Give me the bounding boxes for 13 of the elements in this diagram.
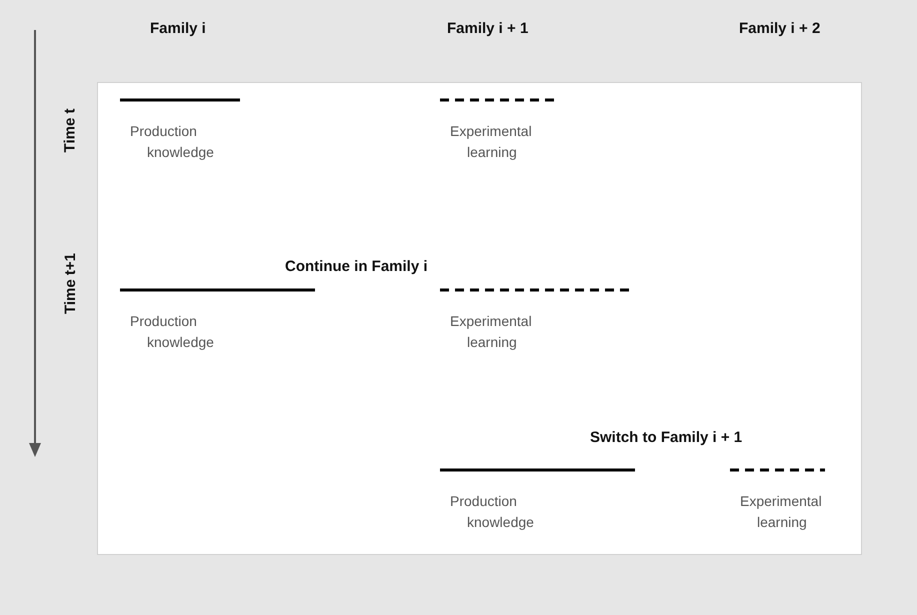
heading-label: Continue in Family i: [285, 258, 428, 275]
node-label: Production knowledge: [130, 122, 215, 162]
heading-label: Switch to Family i + 1: [590, 429, 742, 446]
axis-label: Time t: [61, 108, 78, 152]
heading-label: Family i + 1: [447, 20, 528, 37]
node-label: Experimental learning: [450, 122, 533, 162]
node-label: Experimental learning: [450, 312, 533, 352]
heading-label: Family i: [150, 20, 206, 37]
node-label: Production knowledge: [450, 492, 535, 532]
node-label: Production knowledge: [130, 312, 215, 352]
node-label: Experimental learning: [740, 492, 823, 532]
heading-label: Family i + 2: [739, 20, 820, 37]
axis-label: Time t+1: [62, 252, 78, 314]
